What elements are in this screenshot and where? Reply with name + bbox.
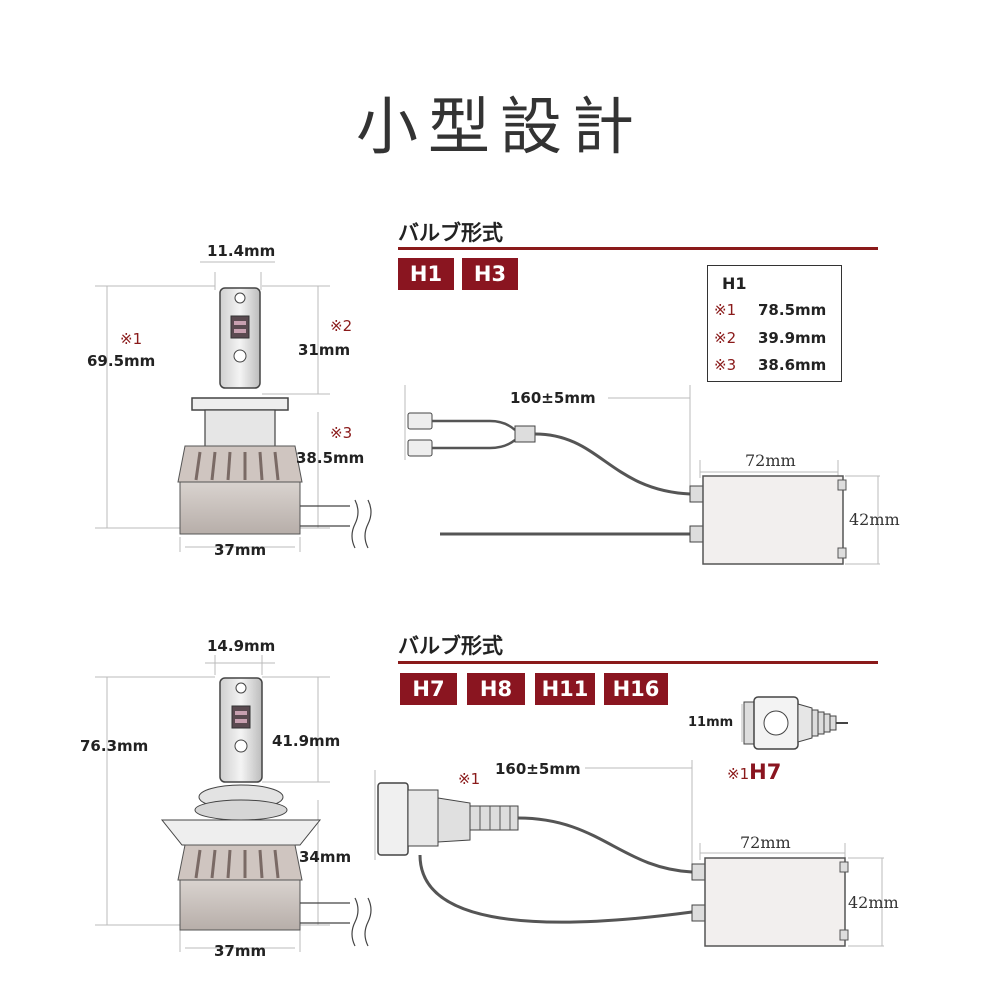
h7-lower-length: 34mm <box>299 848 352 866</box>
h7-connector-drawing <box>741 696 848 750</box>
h1-lower-length: 38.5mm <box>296 449 365 467</box>
top-section-rule <box>398 247 878 250</box>
top-section-title: バルブ形式 <box>398 221 503 245</box>
h7-pin-width: 11mm <box>688 715 734 730</box>
type-chip-h8: H8 <box>467 673 525 705</box>
type-chip-h3: H3 <box>462 258 518 290</box>
h7-wiring-drawing <box>374 760 884 947</box>
spec-box-heading: H1 <box>722 274 747 293</box>
h1-cable-length: 160±5mm <box>510 389 596 407</box>
h1-total-mark: ※1 <box>120 330 143 348</box>
type-chip-h16: H16 <box>604 673 668 705</box>
h7-total-length: 76.3mm <box>80 737 149 755</box>
h7-top-width: 14.9mm <box>207 637 276 655</box>
h7-cable-length: 160±5mm <box>495 760 581 778</box>
h1-box-width: 72mm <box>745 451 796 470</box>
h7-note-label: ※1H7 <box>727 760 782 784</box>
type-chip-h7: H7 <box>400 673 457 705</box>
h1-bulb-drawing <box>95 261 372 552</box>
bottom-section-title: バルブ形式 <box>398 634 503 658</box>
h1-total-length: 69.5mm <box>87 352 156 370</box>
h1-wiring-drawing <box>404 385 880 565</box>
h7-base-width: 37mm <box>214 942 267 960</box>
bottom-section-rule <box>398 661 878 664</box>
page-title: 小型設計 <box>355 90 644 163</box>
h7-connector-mark: ※1 <box>458 770 481 788</box>
h1-box-height: 42mm <box>849 510 900 529</box>
type-chip-h1: H1 <box>398 258 454 290</box>
h7-box-height: 42mm <box>848 893 899 912</box>
type-chip-h11: H11 <box>535 673 595 705</box>
h1-top-width: 11.4mm <box>207 242 276 260</box>
h7-box-width: 72mm <box>740 833 791 852</box>
h1-upper-length: 31mm <box>298 341 351 359</box>
h1-base-width: 37mm <box>214 541 267 559</box>
h1-lower-mark: ※3 <box>330 424 353 442</box>
h1-upper-mark: ※2 <box>330 317 353 335</box>
h7-bulb-drawing <box>95 655 372 952</box>
h7-upper-length: 41.9mm <box>272 732 341 750</box>
